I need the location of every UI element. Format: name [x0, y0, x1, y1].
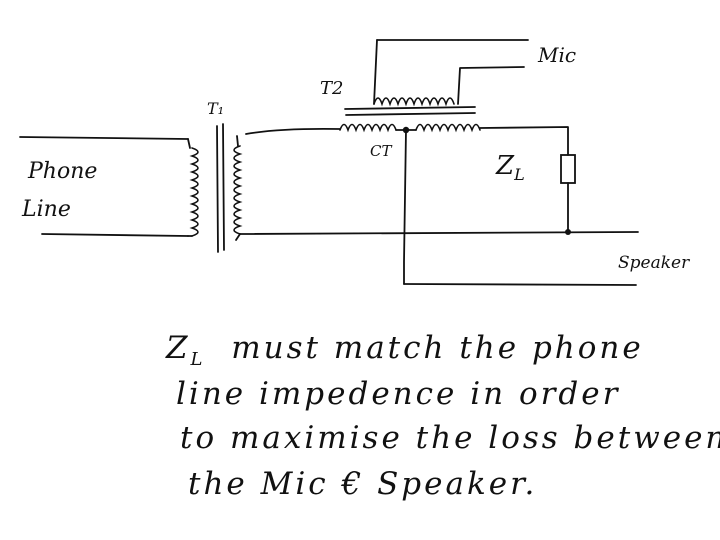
- note-zl: ZL: [166, 330, 206, 371]
- wire-ct-to-speaker: [403, 283, 637, 286]
- label-zl: ZL: [495, 151, 525, 184]
- wire-ct-down: [403, 129, 407, 285]
- wire-t2-to-zl: [479, 126, 569, 156]
- wire-bottom-to-speaker: [239, 231, 639, 235]
- note-line-3: to maximise the loss between: [180, 420, 720, 456]
- t2-primary-coil-right: [415, 123, 481, 133]
- mic-lead-left: [373, 39, 378, 105]
- note-line-1: ZL must match the phone: [166, 330, 644, 370]
- t2-core-line-2: [345, 112, 476, 116]
- t1-primary-coil: [187, 138, 199, 237]
- t1-core-line-1: [216, 125, 219, 253]
- label-t1: T₁: [207, 99, 224, 118]
- label-line: Line: [21, 197, 71, 222]
- label-speaker: Speaker: [618, 253, 690, 273]
- label-mic: Mic: [537, 43, 576, 67]
- phone-line-top-wire: [19, 136, 189, 140]
- zl-impedance-box: [560, 154, 576, 184]
- t1-core-line-2: [222, 123, 225, 251]
- t2-secondary-coil: [373, 97, 455, 107]
- wire-t1-to-t2-top: [245, 127, 341, 135]
- label-phone: Phone: [27, 159, 97, 184]
- label-zl-sub: L: [513, 165, 525, 184]
- label-zl-main: Z: [495, 151, 515, 181]
- label-ct: CT: [370, 142, 392, 160]
- note-line-1-text: must match the phone: [231, 330, 644, 366]
- t2-primary-coil-left: [339, 123, 397, 133]
- note-line-2: line impedence in order: [176, 376, 621, 412]
- mic-lead-right: [457, 66, 525, 105]
- note-line-4: the Mic € Speaker.: [188, 466, 538, 502]
- zl-junction-dot: [565, 229, 571, 235]
- t2-core-line-1: [344, 106, 476, 110]
- phone-line-bottom-wire: [41, 233, 189, 237]
- t1-secondary-coil: [233, 135, 243, 241]
- label-t2: T2: [320, 78, 343, 99]
